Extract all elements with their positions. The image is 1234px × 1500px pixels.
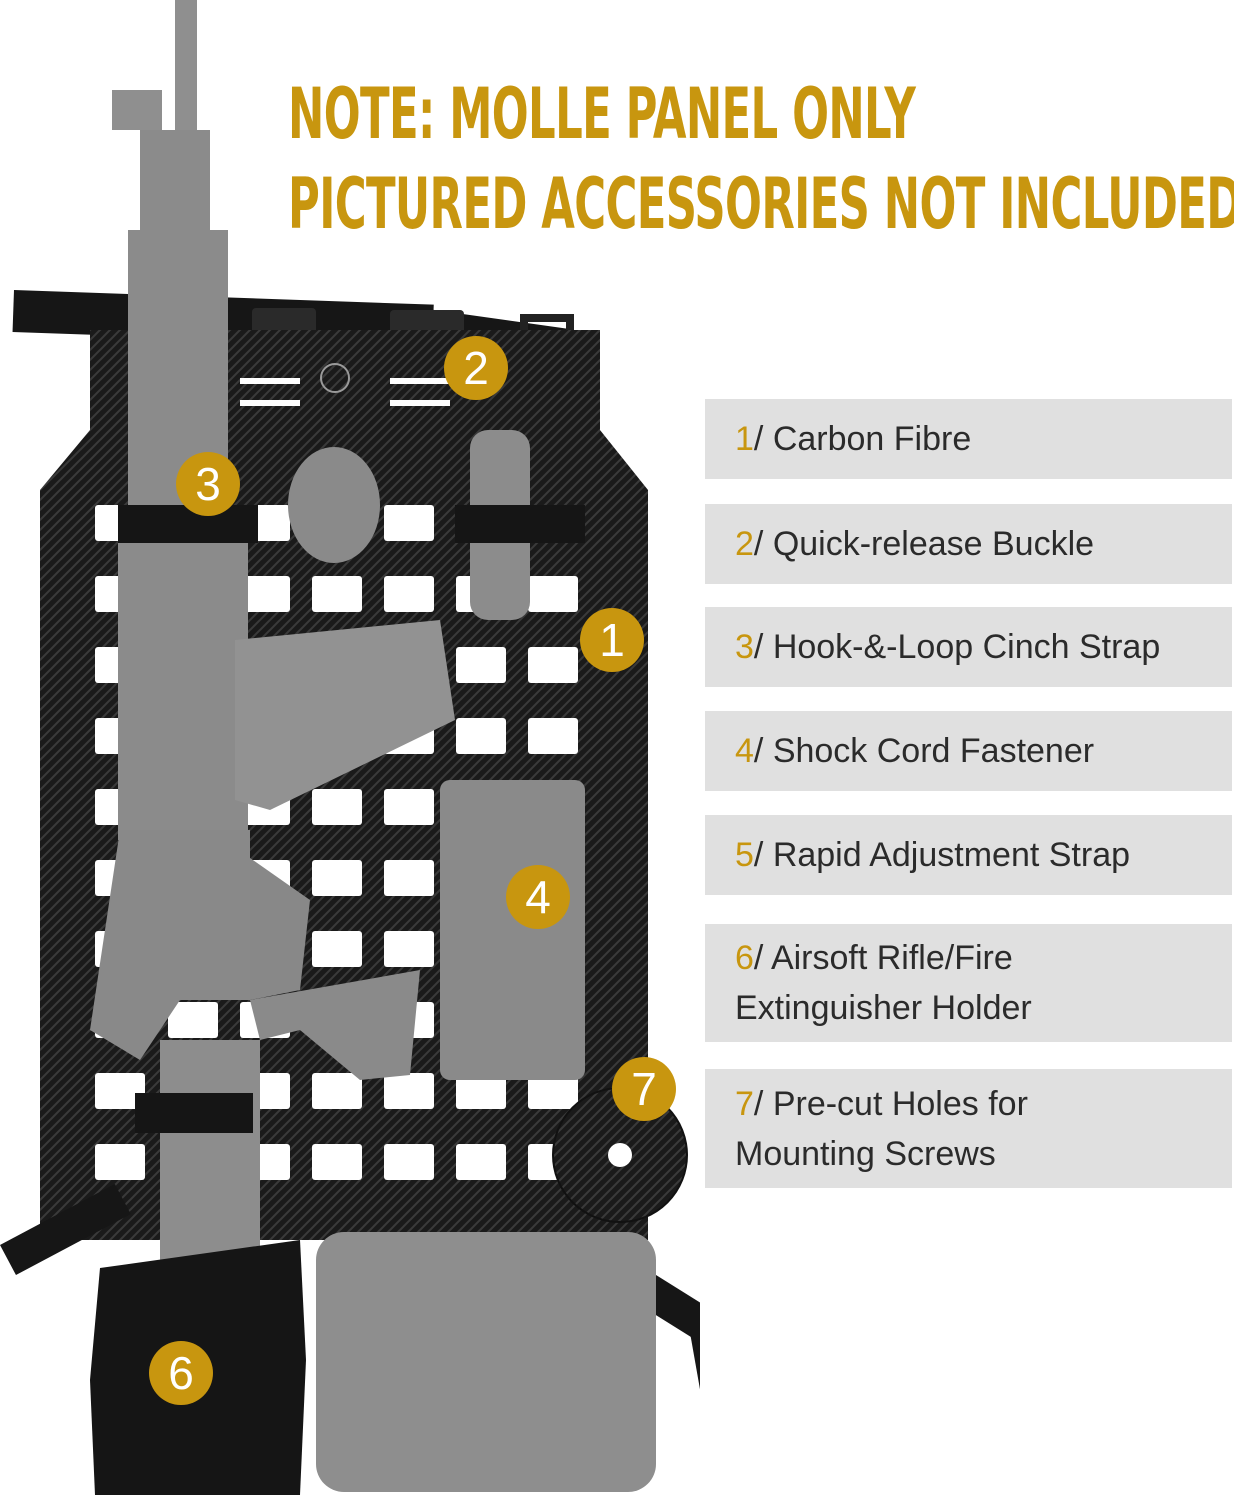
feature-text: / Quick-release Buckle: [753, 525, 1095, 563]
airsoft-rifle: [90, 0, 455, 1420]
molle-slot: [384, 789, 434, 825]
badge-7: 7: [612, 1057, 676, 1121]
molle-slot: [168, 1002, 218, 1038]
badge-3-label: 3: [195, 458, 221, 510]
feature-adjustment-strap: 5/ Rapid Adjustment Strap: [705, 815, 1232, 895]
molle-slot: [384, 576, 434, 612]
badge-2-label: 2: [463, 342, 489, 394]
molle-slot: [384, 1144, 434, 1180]
feature-number: 3: [735, 628, 754, 666]
molle-slot: [384, 860, 434, 896]
gray-pouch: [316, 1232, 656, 1492]
molle-slot: [528, 718, 578, 754]
molle-slot: [528, 576, 578, 612]
molle-slit: [240, 400, 300, 406]
badge-4: 4: [506, 865, 570, 929]
feature-number: 2: [735, 525, 754, 563]
molle-slot: [95, 1144, 145, 1180]
magazine-pouch: [440, 780, 585, 1080]
feature-text: / Shock Cord Fastener: [753, 732, 1095, 770]
molle-slot: [240, 576, 290, 612]
molle-slot: [384, 931, 434, 967]
molle-slot: [312, 576, 362, 612]
headline-line-1: NOTE: MOLLE PANEL ONLY: [288, 73, 916, 155]
feature-carbon-fibre: 1/ Carbon Fibre: [705, 399, 1232, 479]
badge-1-label: 1: [599, 614, 625, 666]
mounting-hole-detail: [552, 1087, 688, 1223]
badge-2: 2: [444, 336, 508, 400]
molle-slot: [456, 647, 506, 683]
badge-1: 1: [580, 608, 644, 672]
feature-text-line-2: Extinguisher Holder: [735, 989, 1032, 1027]
feature-cinch-strap: 3/ Hook-&-Loop Cinch Strap: [705, 607, 1232, 687]
feature-number: 4: [735, 732, 754, 770]
molle-slot: [456, 718, 506, 754]
badge-3: 3: [176, 452, 240, 516]
molle-slit: [390, 378, 450, 384]
feature-text: / Pre-cut Holes for: [753, 1084, 1028, 1123]
feature-text: / Carbon Fibre: [753, 420, 972, 458]
feature-text: / Rapid Adjustment Strap: [753, 836, 1131, 874]
molle-slit: [240, 378, 300, 384]
cinch-strap-right: [455, 505, 585, 543]
molle-slot: [456, 1144, 506, 1180]
grenade: [288, 447, 380, 563]
molle-slot: [312, 860, 362, 896]
molle-slot: [95, 1073, 145, 1109]
headline-line-2: PICTURED ACCESSORIES NOT INCLUDED.: [288, 163, 1234, 245]
badge-6-label: 6: [168, 1347, 194, 1399]
molle-slot: [312, 789, 362, 825]
feature-number: 6: [735, 939, 754, 977]
molle-slot: [312, 931, 362, 967]
molle-slot: [528, 1073, 578, 1109]
molle-slot: [384, 505, 434, 541]
feature-number: 1: [735, 420, 754, 458]
badge-4-label: 4: [525, 871, 551, 923]
onetigris-logo: [320, 363, 350, 393]
molle-slot: [384, 1073, 434, 1109]
product-illustration: 1 2 3 4 5 6 7: [0, 0, 700, 1495]
cinch-strap-top: [118, 505, 258, 543]
feature-number: 7: [735, 1084, 754, 1123]
feature-text: / Airsoft Rifle/Fire: [753, 939, 1013, 977]
molle-slot: [456, 1073, 506, 1109]
feature-text: / Hook-&-Loop Cinch Strap: [753, 628, 1161, 666]
molle-slot: [528, 647, 578, 683]
badge-7-label: 7: [631, 1063, 657, 1115]
cinch-strap-bottom: [135, 1093, 253, 1133]
molle-slit: [390, 400, 450, 406]
feature-text-line-2: Mounting Screws: [735, 1134, 996, 1173]
badge-6: 6: [149, 1341, 213, 1405]
feature-shock-cord: 4/ Shock Cord Fastener: [705, 711, 1232, 791]
feature-quick-release-buckle: 2/ Quick-release Buckle: [705, 504, 1232, 584]
molle-slot: [312, 1144, 362, 1180]
feature-number: 5: [735, 836, 754, 874]
molle-slot: [312, 1073, 362, 1109]
